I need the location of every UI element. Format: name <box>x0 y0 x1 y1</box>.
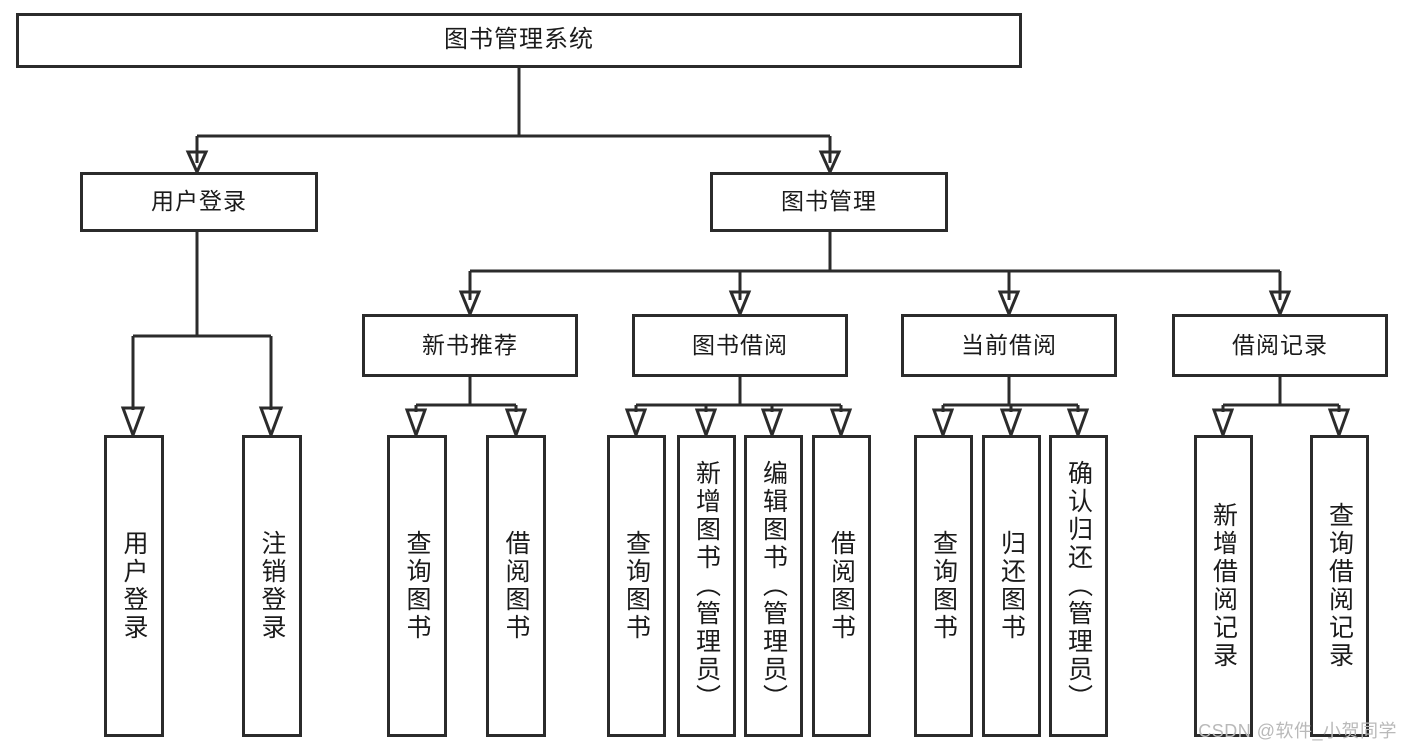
leaf-query-borrow-record[interactable]: 查询借阅记录 <box>1310 435 1369 737</box>
leaf-logout[interactable]: 注销登录 <box>242 435 302 737</box>
leaf-user-login[interactable]: 用户登录 <box>104 435 164 737</box>
leaf-confirm-return-admin[interactable]: 确认归还（管理员） <box>1049 435 1108 737</box>
leaf-return-book[interactable]: 归还图书 <box>982 435 1041 737</box>
leaf-edit-book-admin[interactable]: 编辑图书（管理员） <box>744 435 803 737</box>
leaf-add-book-admin[interactable]: 新增图书（管理员） <box>677 435 736 737</box>
watermark-text: CSDN @软件_小贺同学 <box>1198 721 1397 741</box>
leaf-borrow-book-recommend[interactable]: 借阅图书 <box>486 435 546 737</box>
leaf-query-book-borrow[interactable]: 查询图书 <box>607 435 666 737</box>
leaf-add-borrow-record[interactable]: 新增借阅记录 <box>1194 435 1253 737</box>
node-current-borrow[interactable]: 当前借阅 <box>901 314 1117 377</box>
leaf-query-book-current[interactable]: 查询图书 <box>914 435 973 737</box>
node-borrow-record[interactable]: 借阅记录 <box>1172 314 1388 377</box>
node-user-login[interactable]: 用户登录 <box>80 172 318 232</box>
leaf-query-book-recommend[interactable]: 查询图书 <box>387 435 447 737</box>
node-root-system[interactable]: 图书管理系统 <box>16 13 1022 68</box>
node-new-book-recommend[interactable]: 新书推荐 <box>362 314 578 377</box>
leaf-borrow-book-borrow[interactable]: 借阅图书 <box>812 435 871 737</box>
node-book-management[interactable]: 图书管理 <box>710 172 948 232</box>
node-book-borrow[interactable]: 图书借阅 <box>632 314 848 377</box>
